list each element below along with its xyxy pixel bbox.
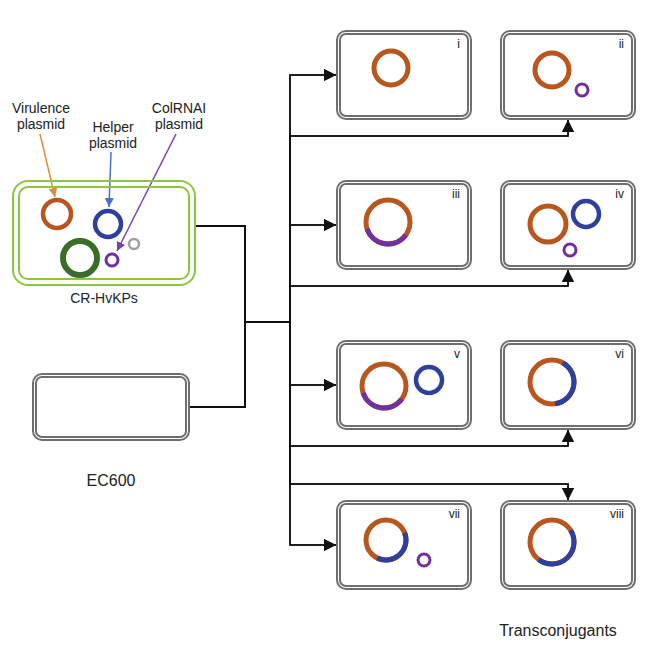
transfer-arrow (190, 120, 568, 407)
transconjugant-cell: vii (336, 500, 472, 590)
transfer-arrow (190, 270, 568, 407)
transfer-arrow (190, 75, 336, 407)
roman-numeral: vii (449, 507, 460, 521)
roman-numeral: i (457, 37, 460, 51)
plasmid (95, 211, 121, 237)
plasmid-label: ColRNAI plasmid (146, 100, 212, 132)
roman-numeral: iv (615, 187, 624, 201)
cell-name: CR-HvKPs (20, 290, 188, 306)
plasmid (106, 254, 118, 266)
transconjugant-cell: iii (336, 180, 472, 270)
plasmid (535, 53, 569, 87)
plasmid (43, 200, 71, 228)
transfer-arrow (190, 322, 336, 545)
roman-numeral: iii (452, 187, 460, 201)
plasmid-illustration (37, 378, 185, 436)
group-label: Transconjugants (478, 622, 638, 640)
cell-name: EC600 (37, 472, 185, 490)
transfer-arrow (190, 322, 336, 407)
plasmid-illustration (341, 505, 467, 585)
plasmid (573, 201, 599, 227)
recipient-cell: EC600 (32, 373, 190, 441)
roman-numeral: ii (619, 37, 624, 51)
plasmid (63, 241, 97, 275)
plasmid-segment (537, 529, 576, 567)
plasmid-illustration (20, 188, 188, 278)
plasmid-illustration (341, 35, 467, 115)
plasmid-illustration (505, 345, 631, 425)
plasmid-segment (376, 532, 408, 563)
transfer-arrow (196, 75, 336, 322)
transconjugant-cell: viii (500, 500, 636, 590)
roman-numeral: viii (610, 507, 624, 521)
plasmid (129, 239, 139, 249)
transfer-arrow (190, 322, 568, 500)
plasmid-segment (361, 392, 404, 411)
plasmid-segment (365, 228, 408, 247)
plasmid (576, 84, 588, 96)
roman-numeral: vi (615, 347, 624, 361)
transfer-arrow (196, 226, 568, 446)
plasmid (530, 206, 566, 242)
transfer-arrow (196, 226, 568, 322)
transconjugant-cell: vi (500, 340, 636, 430)
plasmid (564, 244, 576, 256)
transfer-arrow (190, 225, 336, 407)
transfer-arrow (196, 120, 568, 322)
plasmid-label: Helper plasmid (82, 119, 144, 151)
transconjugant-cell: v (336, 340, 472, 430)
plasmid (416, 367, 442, 393)
leader-line (117, 134, 176, 251)
plasmid-label: Virulence plasmid (4, 100, 78, 132)
transfer-arrow (196, 225, 336, 322)
roman-numeral: v (454, 347, 460, 361)
plasmid-illustration (505, 185, 631, 265)
transconjugant-cell: ii (500, 30, 636, 120)
donor-cell: CR-HvKPs (18, 186, 190, 280)
plasmid-segment (555, 360, 577, 406)
plasmid-illustration (341, 345, 467, 425)
transconjugant-cell: i (336, 30, 472, 120)
plasmid (418, 554, 430, 566)
leader-line (109, 152, 111, 207)
transconjugant-cell: iv (500, 180, 636, 270)
plasmid (374, 51, 408, 85)
plasmid-illustration (505, 35, 631, 115)
transfer-arrow (196, 226, 336, 385)
plasmid-illustration (341, 185, 467, 265)
